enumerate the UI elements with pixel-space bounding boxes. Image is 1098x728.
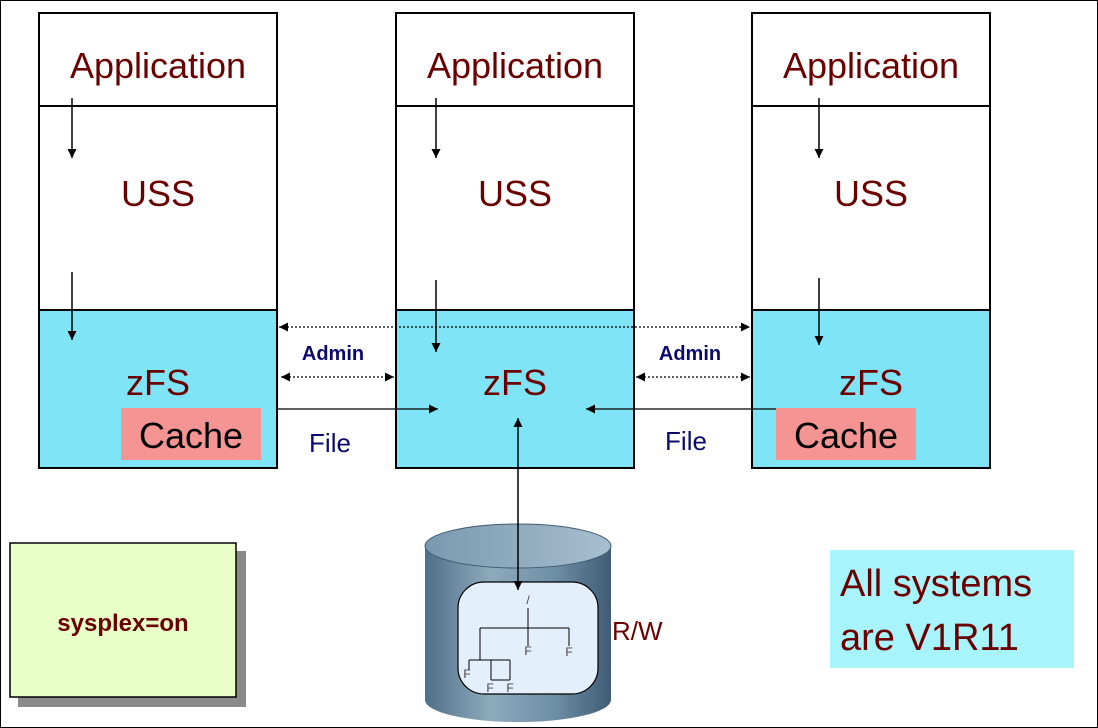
cache-label: Cache	[794, 415, 898, 456]
sysplex-label: sysplex=on	[57, 610, 188, 637]
zfs-label: zFS	[126, 362, 190, 403]
admin-label: Admin	[659, 343, 721, 365]
system-box	[38, 12, 278, 469]
zfs-label: zFS	[483, 362, 547, 403]
version-note: All systems are V1R11	[830, 550, 1074, 668]
file-label: File	[665, 426, 707, 456]
note-background	[830, 550, 1074, 668]
application-label: Application	[70, 45, 246, 86]
cache-box	[776, 408, 916, 460]
note-line-2: are V1R11	[840, 617, 1019, 659]
cache-label: Cache	[139, 415, 243, 456]
file-marker: F	[565, 645, 572, 659]
file-marker: F	[506, 681, 513, 695]
uss-label: USS	[478, 173, 552, 214]
disk-access-label: R/W	[612, 616, 663, 646]
sysplex-panel	[9, 542, 237, 698]
uss-label: USS	[834, 173, 908, 214]
system-2: Application USS zFS	[395, 12, 635, 469]
sysplex-box: sysplex=on	[9, 542, 246, 707]
application-label: Application	[783, 45, 959, 86]
tree-root-label: /	[526, 593, 530, 607]
file-marker: F	[524, 644, 531, 658]
admin-label: Admin	[302, 343, 364, 365]
uss-label: USS	[121, 173, 195, 214]
system-box	[751, 12, 991, 469]
tree-lines	[468, 608, 570, 681]
note-line-1: All systems	[840, 563, 1032, 605]
zfs-label: zFS	[839, 362, 903, 403]
file-label: File	[309, 428, 351, 458]
system-3: Application USS zFS Cache	[751, 12, 991, 469]
links: Admin Admin File File	[277, 322, 776, 458]
application-label: Application	[427, 45, 603, 86]
disk: / F F F F F R/W	[424, 523, 663, 722]
system-1: Application USS zFS Cache	[38, 12, 278, 469]
cache-box	[121, 408, 261, 460]
file-marker: F	[486, 681, 493, 695]
file-marker: F	[463, 667, 470, 681]
